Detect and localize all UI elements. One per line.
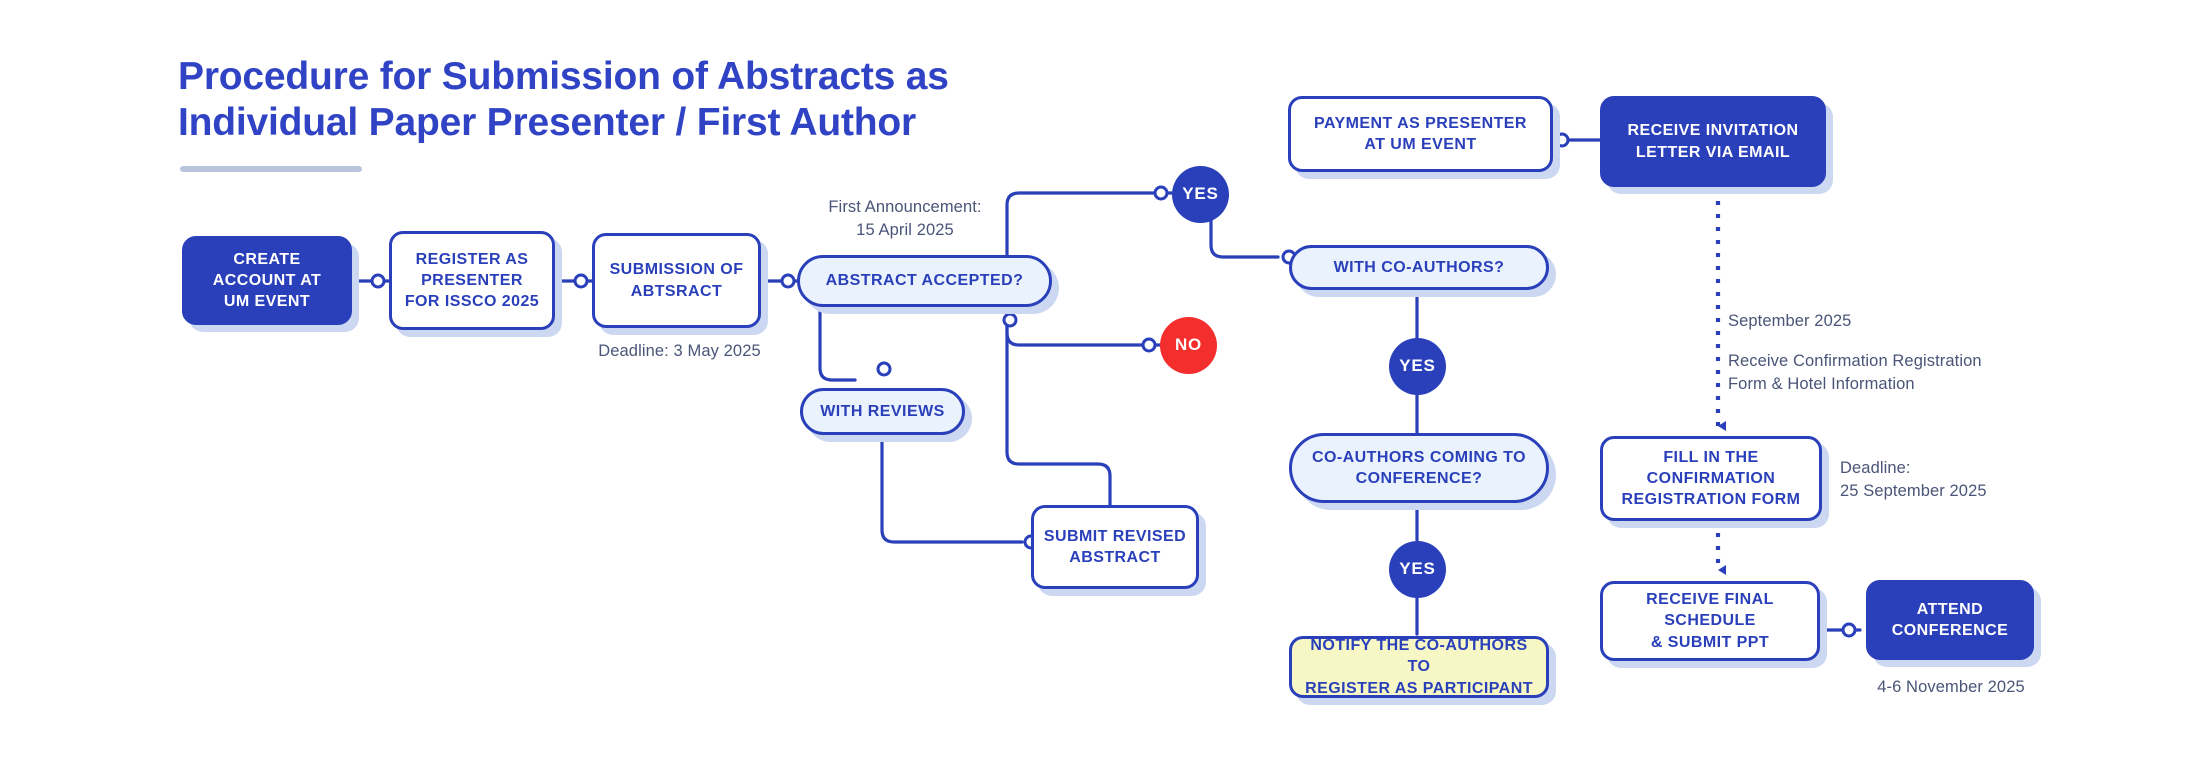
node-receive-invitation-label: RECEIVE INVITATION LETTER VIA EMAIL — [1627, 122, 1799, 161]
annotation-deadline-abstract: Deadline: 3 May 2025 — [598, 342, 761, 360]
node-coming-yes[interactable]: YES — [1389, 541, 1446, 598]
page-title: Procedure for Submission of Abstracts as… — [178, 54, 998, 146]
node-payment-presenter[interactable]: PAYMENT AS PRESENTER AT UM EVENT — [1288, 96, 1553, 172]
node-with-reviews[interactable]: WITH REVIEWS — [800, 388, 965, 435]
node-with-reviews-label: WITH REVIEWS — [820, 402, 945, 420]
annotation-receive-confirmation: Receive Confirmation Registration Form &… — [1728, 352, 1982, 393]
node-create-account[interactable]: CREATE ACCOUNT AT UM EVENT — [182, 236, 352, 325]
node-abstract-accepted-label: ABSTRACT ACCEPTED? — [825, 272, 1024, 290]
node-decision-no-label: NO — [1174, 335, 1203, 355]
annotation-conference-dates: 4-6 November 2025 — [1877, 678, 2025, 696]
node-register-presenter-label: REGISTER AS PRESENTER FOR ISSCO 2025 — [404, 250, 540, 311]
node-receive-final-schedule-label: RECEIVE FINAL SCHEDULE & SUBMIT PPT — [1646, 591, 1774, 651]
node-notify-coauthors[interactable]: NOTIFY THE CO-AUTHORS TO REGISTER AS PAR… — [1289, 636, 1549, 698]
title-underline-rule — [180, 166, 362, 172]
node-attend-conference-label: ATTEND CONFERENCE — [1891, 600, 2009, 639]
node-coauthors-coming[interactable]: CO-AUTHORS COMING TO CONFERENCE? — [1289, 433, 1549, 503]
annotation-deadline-confirmation: Deadline: 25 September 2025 — [1840, 459, 1987, 500]
node-create-account-label: CREATE ACCOUNT AT UM EVENT — [212, 250, 322, 311]
node-notify-coauthors-label: NOTIFY THE CO-AUTHORS TO REGISTER AS PAR… — [1305, 637, 1533, 697]
node-with-coauthors-label: WITH CO-AUTHORS? — [1333, 258, 1505, 276]
node-decision-yes[interactable]: YES — [1172, 166, 1229, 223]
node-receive-final-schedule[interactable]: RECEIVE FINAL SCHEDULE & SUBMIT PPT — [1600, 581, 1820, 661]
node-receive-invitation[interactable]: RECEIVE INVITATION LETTER VIA EMAIL — [1600, 96, 1826, 187]
annotation-september-2025: September 2025 — [1728, 312, 1852, 330]
node-coauthors-coming-label: CO-AUTHORS COMING TO CONFERENCE? — [1311, 448, 1527, 487]
node-submission-abstract-label: SUBMISSION OF ABTSRACT — [609, 261, 744, 300]
node-submission-abstract[interactable]: SUBMISSION OF ABTSRACT — [592, 233, 761, 328]
page-title-line-2: Individual Paper Presenter / First Autho… — [178, 101, 917, 145]
node-payment-presenter-label: PAYMENT AS PRESENTER AT UM EVENT — [1314, 114, 1527, 153]
node-attend-conference[interactable]: ATTEND CONFERENCE — [1866, 580, 2034, 660]
annotation-first-announcement: First Announcement: 15 April 2025 — [828, 198, 982, 239]
node-coauthors-yes[interactable]: YES — [1389, 338, 1446, 395]
node-abstract-accepted[interactable]: ABSTRACT ACCEPTED? — [797, 255, 1052, 307]
page-title-line-1: Procedure for Submission of Abstracts as — [178, 55, 949, 98]
node-coauthors-yes-label: YES — [1399, 356, 1436, 376]
node-coming-yes-label: YES — [1399, 559, 1436, 579]
node-fill-confirmation-form[interactable]: FILL IN THE CONFIRMATION REGISTRATION FO… — [1600, 436, 1822, 521]
node-fill-confirmation-form-label: FILL IN THE CONFIRMATION REGISTRATION FO… — [1621, 448, 1801, 509]
node-decision-yes-label: YES — [1182, 184, 1219, 204]
node-decision-no[interactable]: NO — [1160, 317, 1217, 374]
node-submit-revised-abstract-label: SUBMIT REVISED ABSTRACT — [1043, 527, 1187, 566]
node-submit-revised-abstract[interactable]: SUBMIT REVISED ABSTRACT — [1031, 505, 1199, 589]
node-register-presenter[interactable]: REGISTER AS PRESENTER FOR ISSCO 2025 — [389, 231, 555, 330]
node-with-coauthors[interactable]: WITH CO-AUTHORS? — [1289, 245, 1549, 290]
